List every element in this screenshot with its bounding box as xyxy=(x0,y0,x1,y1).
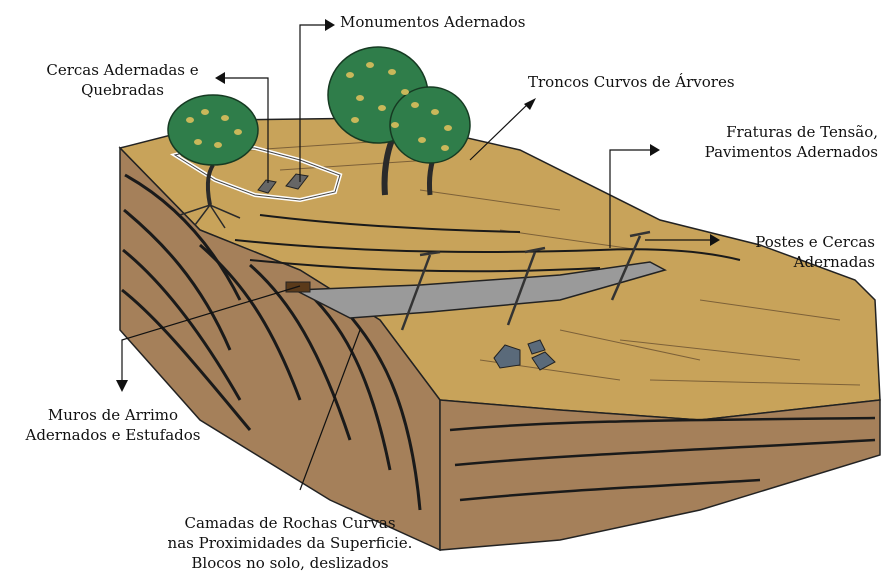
rock-face-right xyxy=(439,399,881,551)
label-muros-line1: Muros de Arrimo xyxy=(47,406,179,424)
leader-lines xyxy=(121,24,710,491)
label-fraturas: Fraturas de Tensão, Pavimentos Adernados xyxy=(640,122,878,162)
label-muros: Muros de Arrimo Adernados e Estufados xyxy=(8,405,218,445)
label-fraturas-line2: Pavimentos Adernados xyxy=(704,143,878,161)
label-camadas-line2: nas Proximidades da Superficie. xyxy=(167,534,413,552)
label-postes-line2: Adernadas xyxy=(793,253,875,271)
tension-fractures xyxy=(234,214,741,273)
label-camadas-line1: Camadas de Rochas Curvas xyxy=(184,514,396,532)
label-postes: Postes e Cercas Adernadas xyxy=(720,232,875,272)
label-cercas-line2: Quebradas xyxy=(81,81,164,99)
pavement-road xyxy=(292,261,667,319)
label-cercas: Cercas Adernadas e Quebradas xyxy=(25,60,220,100)
tree-left xyxy=(167,94,259,229)
tree-right xyxy=(389,86,471,196)
label-camadas-line3: Blocos no solo, deslizados xyxy=(191,554,389,572)
label-troncos-text: Troncos Curvos de Árvores xyxy=(528,73,735,91)
label-muros-line2: Adernados e Estufados xyxy=(25,426,201,444)
label-cercas-line1: Cercas Adernadas e xyxy=(46,61,199,79)
tree-leaves xyxy=(186,62,452,151)
right-face-strata xyxy=(449,416,876,502)
tilted-poles xyxy=(400,230,651,331)
tilted-monuments xyxy=(257,173,309,194)
leader-arrowheads xyxy=(116,19,720,392)
label-fraturas-line1: Fraturas de Tensão, xyxy=(726,123,878,141)
label-troncos: Troncos Curvos de Árvores xyxy=(528,72,735,92)
label-monumentos-text: Monumentos Adernados xyxy=(340,13,526,31)
label-postes-line1: Postes e Cercas xyxy=(755,233,875,251)
label-monumentos: Monumentos Adernados xyxy=(340,12,525,32)
label-camadas: Camadas de Rochas Curvas nas Proximidade… xyxy=(140,513,440,573)
sliding-blocks xyxy=(493,339,556,371)
